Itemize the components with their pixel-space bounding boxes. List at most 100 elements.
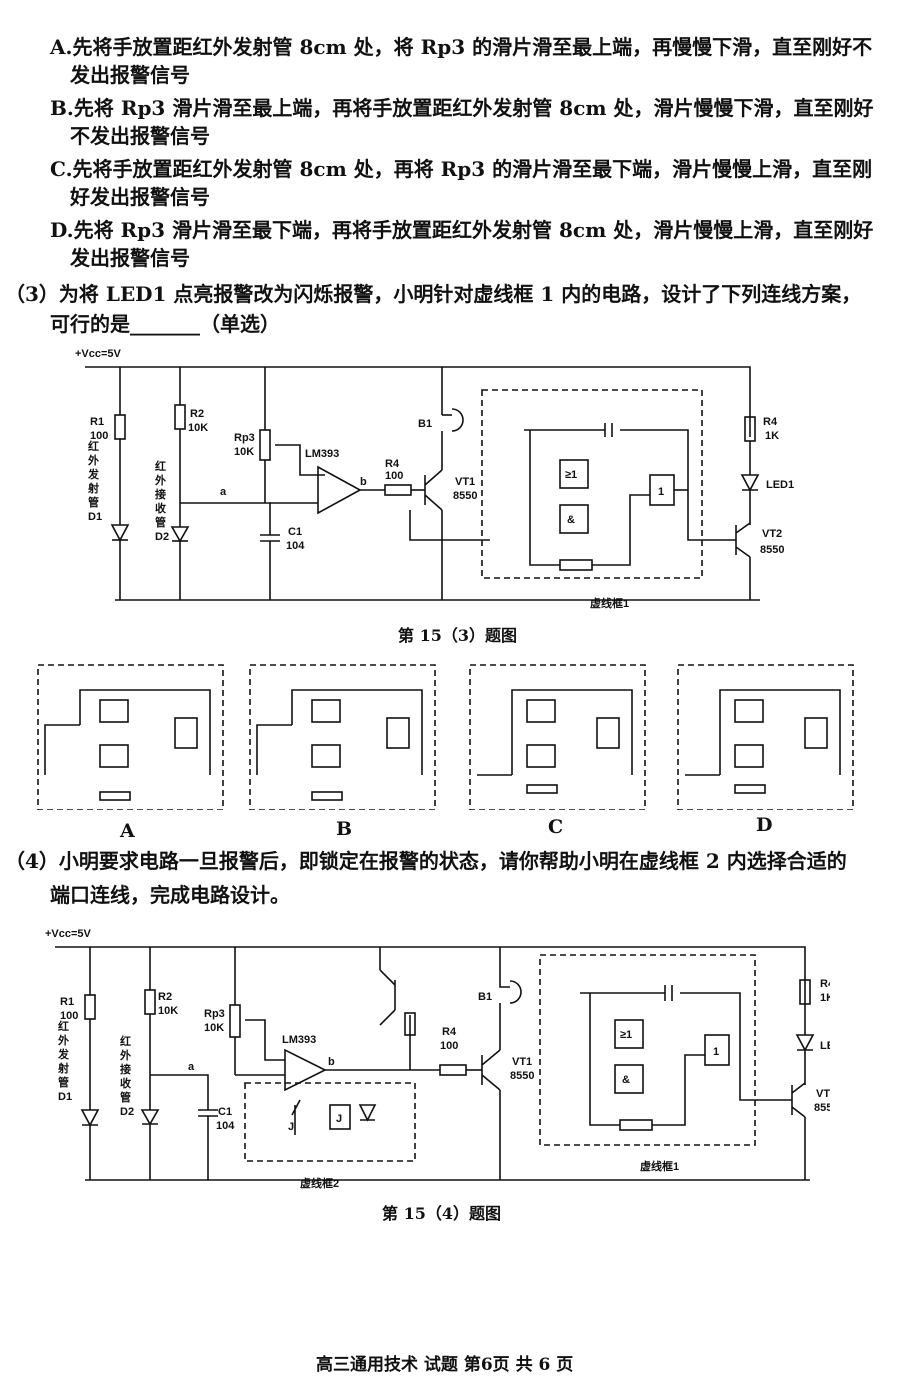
svg-text:8550: 8550 bbox=[510, 1070, 534, 1082]
svg-text:R2: R2 bbox=[158, 991, 172, 1003]
svg-text:1: 1 bbox=[658, 486, 664, 498]
diode-label-char: 红 bbox=[120, 1034, 131, 1048]
diode-label-char: 接 bbox=[155, 487, 166, 501]
svg-text:VT1: VT1 bbox=[455, 476, 475, 488]
svg-text:100: 100 bbox=[60, 1010, 78, 1022]
option-d-label: D bbox=[756, 814, 773, 836]
svg-text:1K: 1K bbox=[765, 430, 779, 442]
option-b-line2: 不发出报警信号 bbox=[70, 124, 210, 148]
svg-text:J: J bbox=[288, 1121, 294, 1133]
svg-text:100: 100 bbox=[440, 1040, 458, 1052]
svg-text:b: b bbox=[328, 1056, 335, 1068]
svg-text:≥1: ≥1 bbox=[620, 1029, 632, 1041]
svg-text:8550: 8550 bbox=[814, 1102, 830, 1114]
diode-label-char: 红 bbox=[58, 1019, 69, 1033]
option-b-line1: B.先将 Rp3 滑片滑至最上端，再将手放置距红外发射管 8cm 处，滑片慢慢下… bbox=[50, 96, 874, 120]
svg-text:a: a bbox=[188, 1061, 195, 1073]
svg-text:≥1: ≥1 bbox=[565, 469, 577, 481]
option-c-line1: C.先将手放置距红外发射管 8cm 处，再将 Rp3 的滑片滑至最下端，滑片慢慢… bbox=[50, 157, 873, 181]
page-footer: 高三通用技术 试题 第6页 共 6 页 bbox=[316, 1355, 574, 1375]
diode-label-char: 外 bbox=[57, 1033, 69, 1047]
svg-text:LM393: LM393 bbox=[282, 1034, 316, 1046]
svg-text:R4: R4 bbox=[820, 978, 830, 990]
svg-text:LM393: LM393 bbox=[305, 448, 339, 460]
diode-label-char: 发 bbox=[57, 1047, 70, 1061]
q3-line2: 可行的是_______（单选） bbox=[50, 312, 280, 336]
diode-label-char: 接 bbox=[120, 1062, 131, 1076]
svg-text:R4: R4 bbox=[442, 1026, 457, 1038]
diode-label-char: 发 bbox=[87, 467, 100, 481]
svg-text:虚线框2: 虚线框2 bbox=[300, 1176, 339, 1190]
diode-label-char: D1 bbox=[88, 511, 102, 523]
svg-text:&: & bbox=[622, 1074, 630, 1086]
svg-text:10K: 10K bbox=[234, 446, 254, 458]
option-d-diagram bbox=[677, 664, 854, 810]
q4-line2: 端口连线，完成电路设计。 bbox=[50, 883, 290, 907]
diode-label-char: 红 bbox=[88, 439, 99, 453]
svg-text:8550: 8550 bbox=[453, 490, 477, 502]
option-a-line2: 发出报警信号 bbox=[70, 63, 190, 87]
diode-label-char: 收 bbox=[155, 501, 166, 515]
svg-text:J: J bbox=[336, 1113, 342, 1125]
q4-line1: （4）小明要求电路一旦报警后，即锁定在报警的状态，请你帮助小明在虚线框 2 内选… bbox=[5, 849, 847, 873]
svg-text:LED1: LED1 bbox=[766, 479, 794, 491]
diode-label-char: 管 bbox=[120, 1090, 131, 1104]
option-c-diagram bbox=[469, 664, 646, 810]
diode-label-char: 管 bbox=[88, 495, 99, 509]
svg-text:Rp3: Rp3 bbox=[234, 432, 255, 444]
svg-text:R1: R1 bbox=[90, 416, 104, 428]
svg-text:B1: B1 bbox=[418, 418, 432, 430]
fig4-caption: 第 15（4）题图 bbox=[382, 1204, 501, 1223]
option-c-label: C bbox=[548, 816, 564, 838]
option-a-label: A bbox=[120, 820, 135, 842]
option-diagrams bbox=[37, 664, 854, 810]
diode-label-char: 收 bbox=[120, 1076, 131, 1090]
option-c-line2: 好发出报警信号 bbox=[70, 185, 210, 209]
svg-text:R4: R4 bbox=[385, 458, 400, 470]
diode-label-char: D2 bbox=[155, 531, 169, 543]
diode-label-char: 外 bbox=[119, 1048, 131, 1062]
svg-text:R4: R4 bbox=[763, 416, 778, 428]
fig3-caption: 第 15（3）题图 bbox=[398, 626, 517, 645]
svg-text:100: 100 bbox=[385, 470, 403, 482]
svg-text:104: 104 bbox=[216, 1120, 235, 1132]
diode-label-char: D1 bbox=[58, 1091, 72, 1103]
svg-text:10K: 10K bbox=[158, 1005, 178, 1017]
diode-label-char: 管 bbox=[155, 515, 166, 529]
svg-text:a: a bbox=[220, 486, 227, 498]
svg-text:C1: C1 bbox=[218, 1106, 232, 1118]
svg-text:8550: 8550 bbox=[760, 544, 784, 556]
svg-text:1: 1 bbox=[713, 1046, 719, 1058]
svg-text:b: b bbox=[360, 476, 367, 488]
svg-text:100: 100 bbox=[90, 430, 108, 442]
svg-text:+Vcc=5V: +Vcc=5V bbox=[45, 928, 92, 940]
svg-text:Rp3: Rp3 bbox=[204, 1008, 225, 1020]
svg-text:VT1: VT1 bbox=[512, 1056, 532, 1068]
diode-label-char: 外 bbox=[87, 453, 99, 467]
diode-label-char: 管 bbox=[58, 1075, 69, 1089]
option-b-label: B bbox=[336, 818, 353, 840]
option-d-line1: D.先将 Rp3 滑片滑至最下端，再将手放置距红外发射管 8cm 处，滑片慢慢上… bbox=[50, 218, 874, 242]
diode-label-char: 红 bbox=[155, 459, 166, 473]
svg-text:VT2: VT2 bbox=[762, 528, 782, 540]
diode-label-char: 射 bbox=[57, 1061, 69, 1075]
svg-text:LED1: LED1 bbox=[820, 1040, 830, 1052]
option-b-diagram bbox=[249, 664, 436, 810]
svg-text:R1: R1 bbox=[60, 996, 74, 1008]
svg-text:R2: R2 bbox=[190, 408, 204, 420]
diode-label-char: D2 bbox=[120, 1106, 134, 1118]
svg-text:1K: 1K bbox=[820, 992, 830, 1004]
svg-text:104: 104 bbox=[286, 540, 305, 552]
vcc-label: +Vcc=5V bbox=[75, 348, 122, 360]
svg-text:&: & bbox=[567, 514, 575, 526]
svg-text:10K: 10K bbox=[188, 422, 208, 434]
option-a-diagram bbox=[37, 664, 224, 810]
q3-line1: （3）为将 LED1 点亮报警改为闪烁报警，小明针对虚线框 1 内的电路，设计了… bbox=[5, 282, 862, 306]
diode-label-char: 外 bbox=[154, 473, 166, 487]
svg-text:虚线框1: 虚线框1 bbox=[640, 1159, 679, 1173]
diode-label-char: 射 bbox=[87, 481, 99, 495]
svg-text:VT2: VT2 bbox=[816, 1088, 830, 1100]
option-d-line2: 发出报警信号 bbox=[70, 246, 190, 270]
